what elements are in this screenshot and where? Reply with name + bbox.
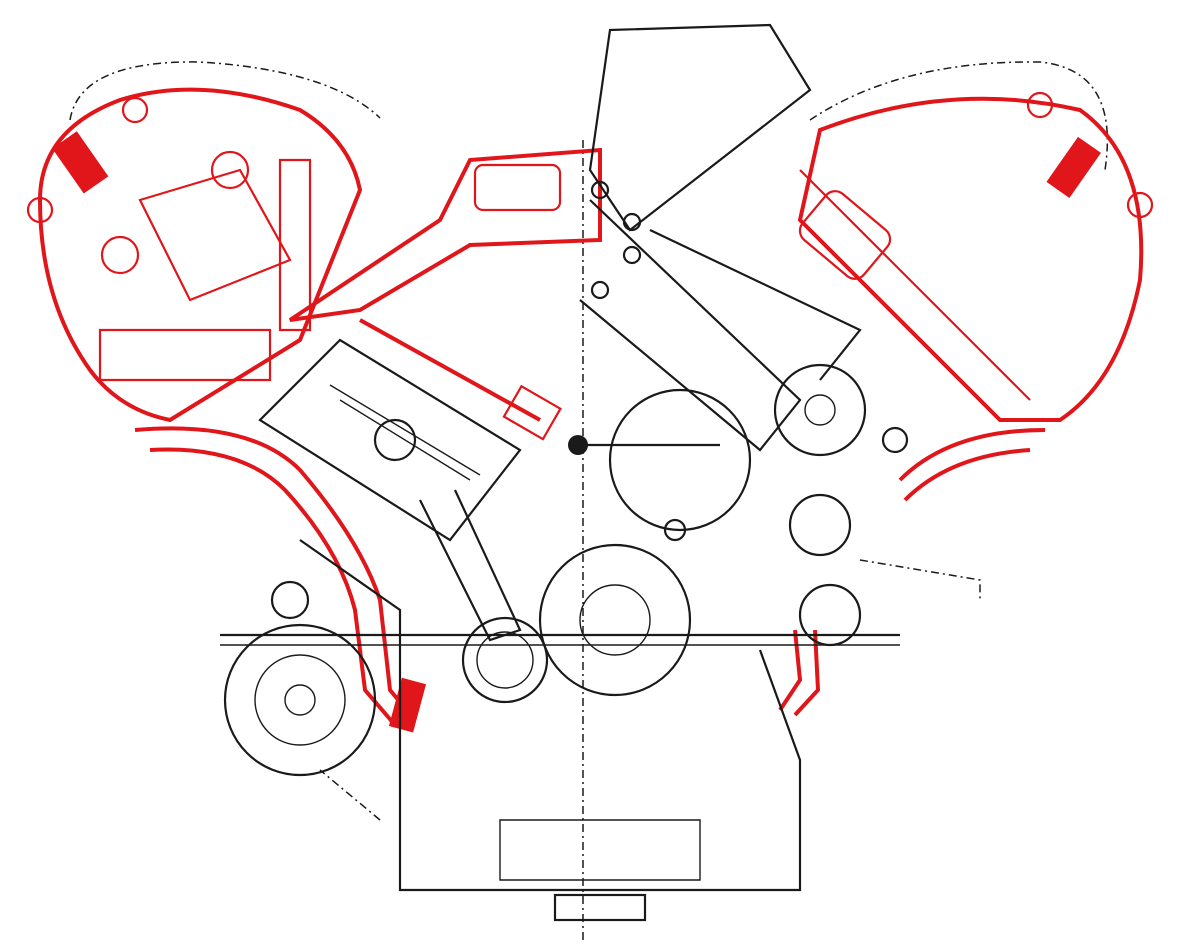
left-piston-assembly <box>258 338 549 760</box>
crankshaft-area <box>220 388 900 777</box>
dashed-guide <box>319 769 381 821</box>
sump-plate <box>499 819 701 881</box>
dashed-guide-right <box>859 559 981 600</box>
drain-plug <box>553 893 647 922</box>
oil-sump <box>398 649 802 892</box>
right-valve-gear <box>568 23 909 557</box>
right-cylinder-head <box>778 91 1154 717</box>
right-cover-dashed <box>809 61 1109 171</box>
left-cylinder-head <box>26 87 602 733</box>
left-cover-dashed <box>69 61 381 121</box>
